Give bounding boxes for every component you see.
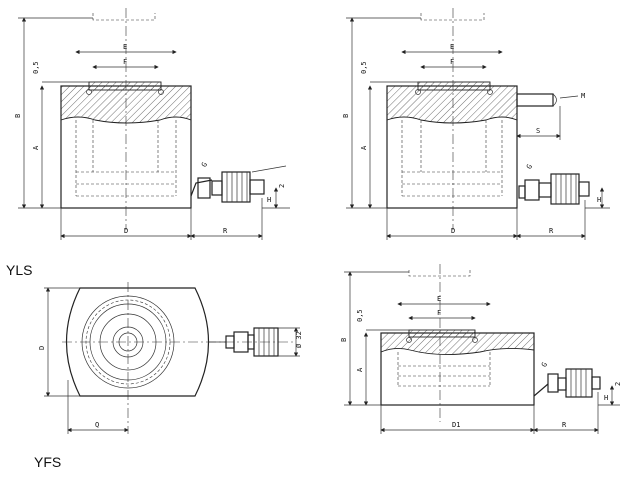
dim-f-2: F: [450, 58, 454, 66]
dim-d1: D1: [452, 421, 460, 429]
dim-b-4: B: [340, 338, 348, 342]
dim-small-4: 2: [614, 382, 622, 386]
dim-small-1: 2: [278, 184, 286, 188]
view-plan: D Q Ø 32: [38, 282, 303, 434]
dim-d-3: D: [38, 346, 46, 350]
dim-q: Q: [95, 421, 99, 429]
view-front-right: E F B A 0,5 D R S M G H: [342, 8, 610, 240]
dim-a-1: A: [32, 145, 40, 150]
dim-g-1: G: [200, 161, 209, 169]
dim-f-1: F: [123, 58, 127, 66]
dim-h-4: H: [604, 394, 608, 402]
view-yfs-front: E F B A 0,5 D1 R G H 2: [340, 264, 622, 434]
dim-a-4: A: [356, 367, 364, 372]
dim-gap-2: 0,5: [360, 61, 368, 74]
dim-gap-4: 0,5: [356, 309, 364, 322]
dim-d-2: D: [451, 227, 455, 235]
dim-r-4: R: [562, 421, 567, 429]
dim-e-2: E: [450, 43, 454, 51]
dim-a-2: A: [360, 145, 368, 150]
dim-dia: Ø 32: [295, 331, 303, 348]
dim-e-4: E: [437, 295, 441, 303]
dim-g-4: G: [540, 361, 549, 369]
dim-g-2: G: [525, 163, 534, 171]
caption-yfs: YFS: [34, 454, 62, 470]
dim-e-1: E: [123, 43, 127, 51]
dim-f-4: F: [437, 309, 441, 317]
dim-b-1: B: [14, 114, 22, 118]
dim-gap-1: 0,5: [32, 61, 40, 74]
dim-m: M: [581, 92, 585, 100]
dim-s: S: [536, 127, 540, 135]
dim-h-1: H: [267, 196, 271, 204]
dim-d-1: D: [124, 227, 128, 235]
dim-r-2: R: [549, 227, 554, 235]
dim-h-2: H: [597, 196, 601, 204]
view-front-left: E F B A 0,5 D R G H 2: [14, 8, 290, 240]
dim-r-1: R: [223, 227, 228, 235]
caption-yls: YLS: [6, 262, 33, 278]
dim-b-2: B: [342, 114, 350, 118]
